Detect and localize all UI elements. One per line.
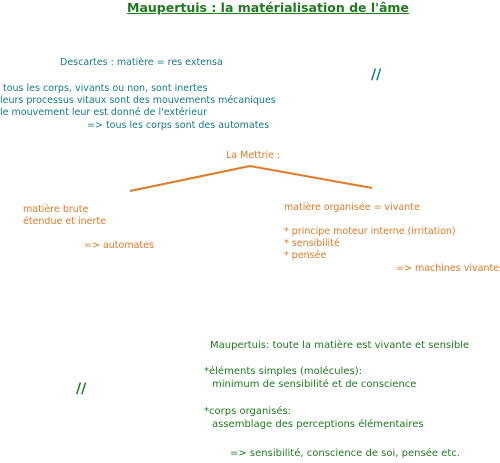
lamettrie-right-bullet-1: * principe moteur interne (irritation) <box>284 226 456 237</box>
branch-right-line <box>249 165 373 189</box>
lamettrie-heading: La Mettrie : <box>226 150 281 161</box>
maupertuis-organized-detail: assemblage des perceptions élémentaires <box>212 419 424 430</box>
page-title: Maupertuis : la matérialisation de l'âme <box>127 0 409 15</box>
maupertuis-simple-label: *éléments simples (molécules): <box>204 366 362 377</box>
lamettrie-right-conclusion: => machines vivantes <box>396 263 500 274</box>
lamettrie-right-bullet-3: * pensée <box>284 250 327 261</box>
descartes-heading: Descartes : matière = res extensa <box>60 57 223 68</box>
maupertuis-simple-detail: minimum de sensibilité et de conscience <box>212 379 417 390</box>
descartes-line-3: le mouvement leur est donné de l'extérie… <box>0 107 207 118</box>
separator-bottom: // <box>76 381 87 397</box>
branch-left-line <box>129 165 251 192</box>
lamettrie-right-bullet-2: * sensibilité <box>284 238 340 249</box>
descartes-conclusion: => tous les corps sont des automates <box>87 120 270 131</box>
separator-top: // <box>371 67 382 83</box>
maupertuis-conclusion: => sensibilité, conscience de soi, pensé… <box>230 448 460 459</box>
descartes-line-2: leurs processus vitaux sont des mouvemen… <box>0 95 276 106</box>
maupertuis-heading: Maupertuis: toute la matière est vivante… <box>210 340 470 351</box>
lamettrie-left-conclusion: => automates <box>84 240 154 251</box>
lamettrie-left-line-2: étendue et inerte <box>23 216 106 227</box>
lamettrie-left-line-1: matière brute <box>23 204 89 215</box>
lamettrie-right-heading: matière organisée = vivante <box>284 202 420 213</box>
descartes-line-1: tous les corps, vivants ou non, sont ine… <box>3 83 208 94</box>
maupertuis-organized-label: *corps organisés: <box>204 406 292 417</box>
